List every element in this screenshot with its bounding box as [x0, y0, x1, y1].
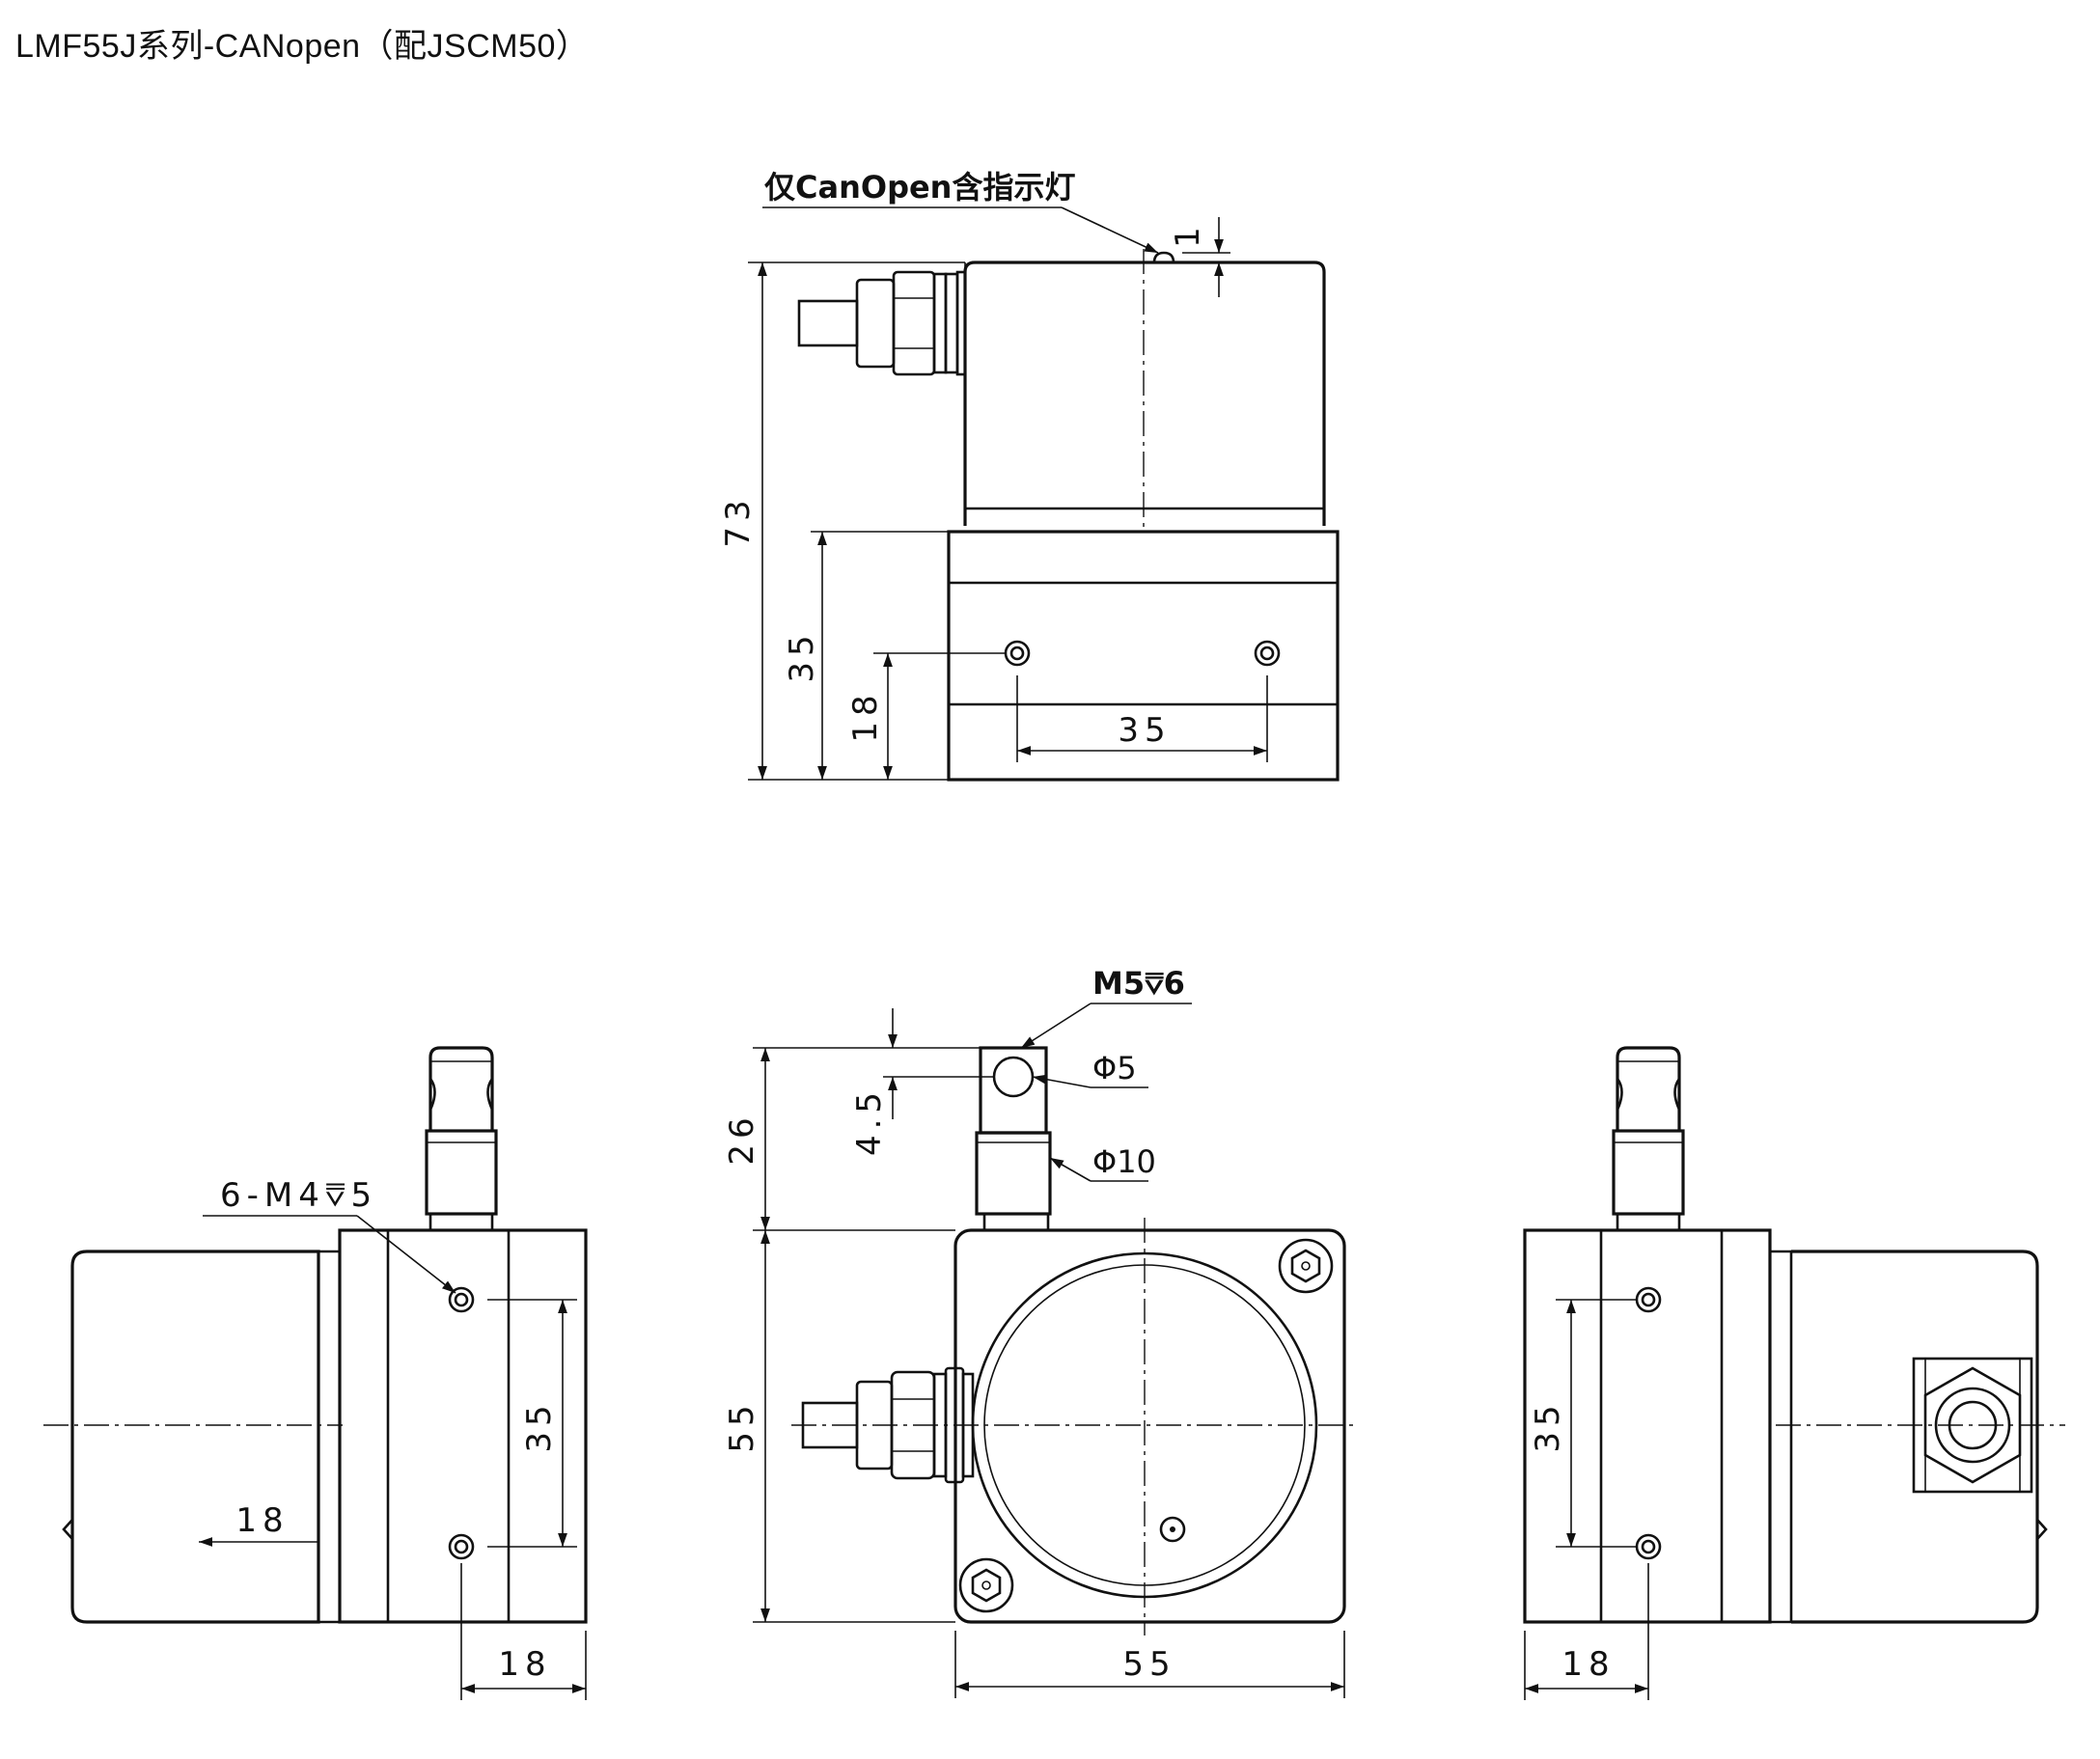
dim-body-height: 55	[723, 1399, 761, 1452]
dim-hole-spacing-front: 35	[1118, 711, 1171, 750]
dim-hook-offset: 4.5	[850, 1086, 889, 1156]
callout-thread-top: M5⩢6	[1092, 965, 1185, 1002]
dim-right-bottom: 18	[1561, 1645, 1615, 1684]
dim-top-gap: 1	[1169, 221, 1207, 248]
dim-left-depth: 18	[235, 1501, 289, 1540]
page-title: LMF55J系列-CANopen（配JSCM50）	[15, 28, 590, 65]
right-view: 35 18	[1523, 1046, 2065, 1700]
dim-body-width: 55	[1122, 1645, 1175, 1684]
callout-indicator: 仅CanOpen含指示灯	[764, 169, 1075, 206]
dim-total-height: 73	[719, 494, 758, 547]
callout-dia-small: Φ5	[1092, 1050, 1137, 1086]
dim-left-spacing: 35	[520, 1399, 559, 1452]
left-view: 35 18 18 6-M4⩢5	[43, 1046, 588, 1700]
dim-hook-height: 26	[723, 1112, 761, 1165]
top-view: 73 35 18 35 1 仅CanOpen含指示灯	[719, 169, 1340, 782]
front-view: 26 55 4.5 55 M5⩢6 Φ5 Φ10	[723, 965, 1356, 1698]
dim-left-bottom: 18	[498, 1645, 551, 1684]
dim-base-height: 35	[783, 629, 821, 682]
dim-right-spacing: 35	[1529, 1399, 1567, 1452]
callout-side-holes: 6-M4⩢5	[220, 1176, 377, 1215]
callout-dia-large: Φ10	[1092, 1143, 1156, 1180]
dim-hole-height: 18	[846, 689, 885, 742]
